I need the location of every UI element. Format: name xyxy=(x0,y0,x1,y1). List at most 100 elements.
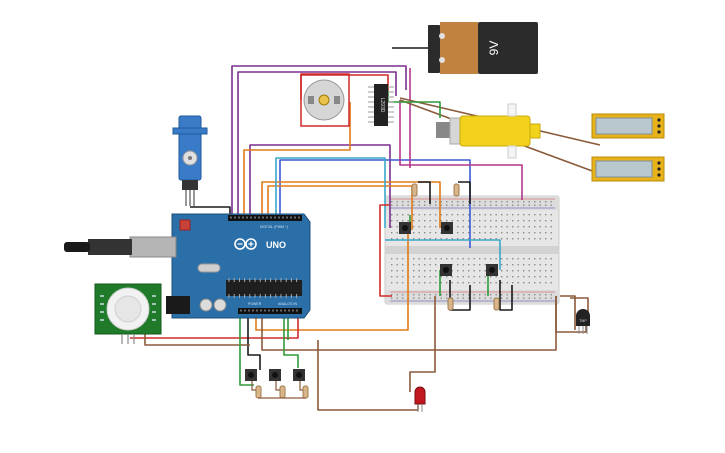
breadboard-hole xyxy=(523,214,525,216)
breadboard-hole xyxy=(506,238,508,240)
breadboard-hole xyxy=(550,282,552,284)
breadboard-hole xyxy=(402,238,404,240)
breadboard-hole xyxy=(396,220,398,222)
breadboard-hole xyxy=(490,294,492,296)
breadboard-hole xyxy=(528,282,530,284)
temperature-sensor[interactable]: TMP xyxy=(576,309,590,334)
breadboard-hole xyxy=(407,220,409,222)
lcd-display[interactable] xyxy=(591,156,665,182)
pushbutton[interactable] xyxy=(441,222,453,234)
header-pin xyxy=(264,309,266,312)
breadboard-hole xyxy=(501,226,503,228)
breadboard-hole xyxy=(435,294,437,296)
breadboard-hole xyxy=(440,282,442,284)
arduino-uno[interactable]: UNO DIGITAL (PWM ~) POWER ANALOG IN xyxy=(64,213,311,319)
pushbutton[interactable] xyxy=(440,264,452,276)
header-pin xyxy=(292,309,294,312)
resistor[interactable] xyxy=(447,297,454,311)
breadboard-hole xyxy=(424,204,426,206)
header-pin xyxy=(234,216,236,219)
breadboard-hole xyxy=(468,201,470,203)
breadboard-hole xyxy=(462,214,464,216)
breadboard-hole xyxy=(457,201,459,203)
resistor[interactable] xyxy=(302,385,309,399)
breadboard-hole xyxy=(468,204,470,206)
pushbutton[interactable] xyxy=(486,264,498,276)
breadboard-hole xyxy=(473,238,475,240)
gear-motor[interactable] xyxy=(436,103,541,159)
resistor[interactable] xyxy=(493,297,500,311)
breadboard-hole xyxy=(457,220,459,222)
breadboard-hole xyxy=(462,276,464,278)
breadboard-hole xyxy=(490,276,492,278)
breadboard-hole xyxy=(462,204,464,206)
breadboard-hole xyxy=(501,294,503,296)
breadboard-hole xyxy=(528,294,530,296)
breadboard-hole xyxy=(501,204,503,206)
breadboard-hole xyxy=(495,238,497,240)
breadboard-hole xyxy=(468,294,470,296)
breadboard-hole xyxy=(429,276,431,278)
breadboard[interactable] xyxy=(384,195,560,305)
breadboard-hole xyxy=(462,294,464,296)
pushbutton[interactable] xyxy=(269,369,281,381)
breadboard-hole xyxy=(550,220,552,222)
breadboard-hole xyxy=(418,232,420,234)
battery-9v[interactable]: 9V xyxy=(428,22,538,74)
wire-green xyxy=(239,318,254,386)
breadboard-hole xyxy=(473,226,475,228)
breadboard-hole xyxy=(484,238,486,240)
lcd-display[interactable] xyxy=(591,113,665,139)
breadboard-hole xyxy=(435,264,437,266)
arduino-logo-icon xyxy=(234,238,257,250)
resistor[interactable] xyxy=(453,183,460,197)
breadboard-hole xyxy=(523,294,525,296)
breadboard-hole xyxy=(534,264,536,266)
wire-brown xyxy=(409,296,436,392)
pushbutton[interactable] xyxy=(399,222,411,234)
motor-driver-ic[interactable]: L293D xyxy=(368,84,394,126)
breadboard-hole xyxy=(435,201,437,203)
breadboard-hole xyxy=(457,297,459,299)
servo-motor[interactable] xyxy=(172,115,208,206)
breadboard-hole xyxy=(528,201,530,203)
header-pin xyxy=(288,309,290,312)
breadboard-hole xyxy=(468,214,470,216)
breadboard-hole xyxy=(512,204,514,206)
breadboard-hole xyxy=(440,204,442,206)
breadboard-hole xyxy=(512,238,514,240)
breadboard-hole xyxy=(490,232,492,234)
breadboard-hole xyxy=(402,220,404,222)
breadboard-hole xyxy=(517,226,519,228)
dc-motor[interactable] xyxy=(300,73,350,127)
resistor[interactable] xyxy=(411,183,418,197)
header-pin xyxy=(256,309,258,312)
breadboard-hole xyxy=(506,276,508,278)
breadboard-hole xyxy=(457,232,459,234)
header-pin xyxy=(266,216,268,219)
breadboard-hole xyxy=(517,214,519,216)
breadboard-hole xyxy=(484,294,486,296)
header-pin xyxy=(254,216,256,219)
breadboard-hole xyxy=(506,220,508,222)
breadboard-hole xyxy=(479,297,481,299)
breadboard-hole xyxy=(418,276,420,278)
resistor[interactable] xyxy=(279,385,286,399)
breadboard-hole xyxy=(391,282,393,284)
breadboard-hole xyxy=(435,232,437,234)
breadboard-hole xyxy=(391,264,393,266)
breadboard-hole xyxy=(506,226,508,228)
breadboard-hole xyxy=(396,276,398,278)
pushbutton[interactable] xyxy=(245,369,257,381)
resistor[interactable] xyxy=(255,385,262,399)
breadboard-hole xyxy=(457,214,459,216)
wire-brown xyxy=(144,330,250,346)
pir-sensor[interactable] xyxy=(94,283,162,344)
pushbutton[interactable] xyxy=(293,369,305,381)
wire-orange xyxy=(267,185,413,230)
led-red[interactable] xyxy=(414,386,426,412)
breadboard-hole xyxy=(402,297,404,299)
breadboard-hole xyxy=(534,258,536,260)
breadboard-hole xyxy=(468,238,470,240)
breadboard-hole xyxy=(550,276,552,278)
